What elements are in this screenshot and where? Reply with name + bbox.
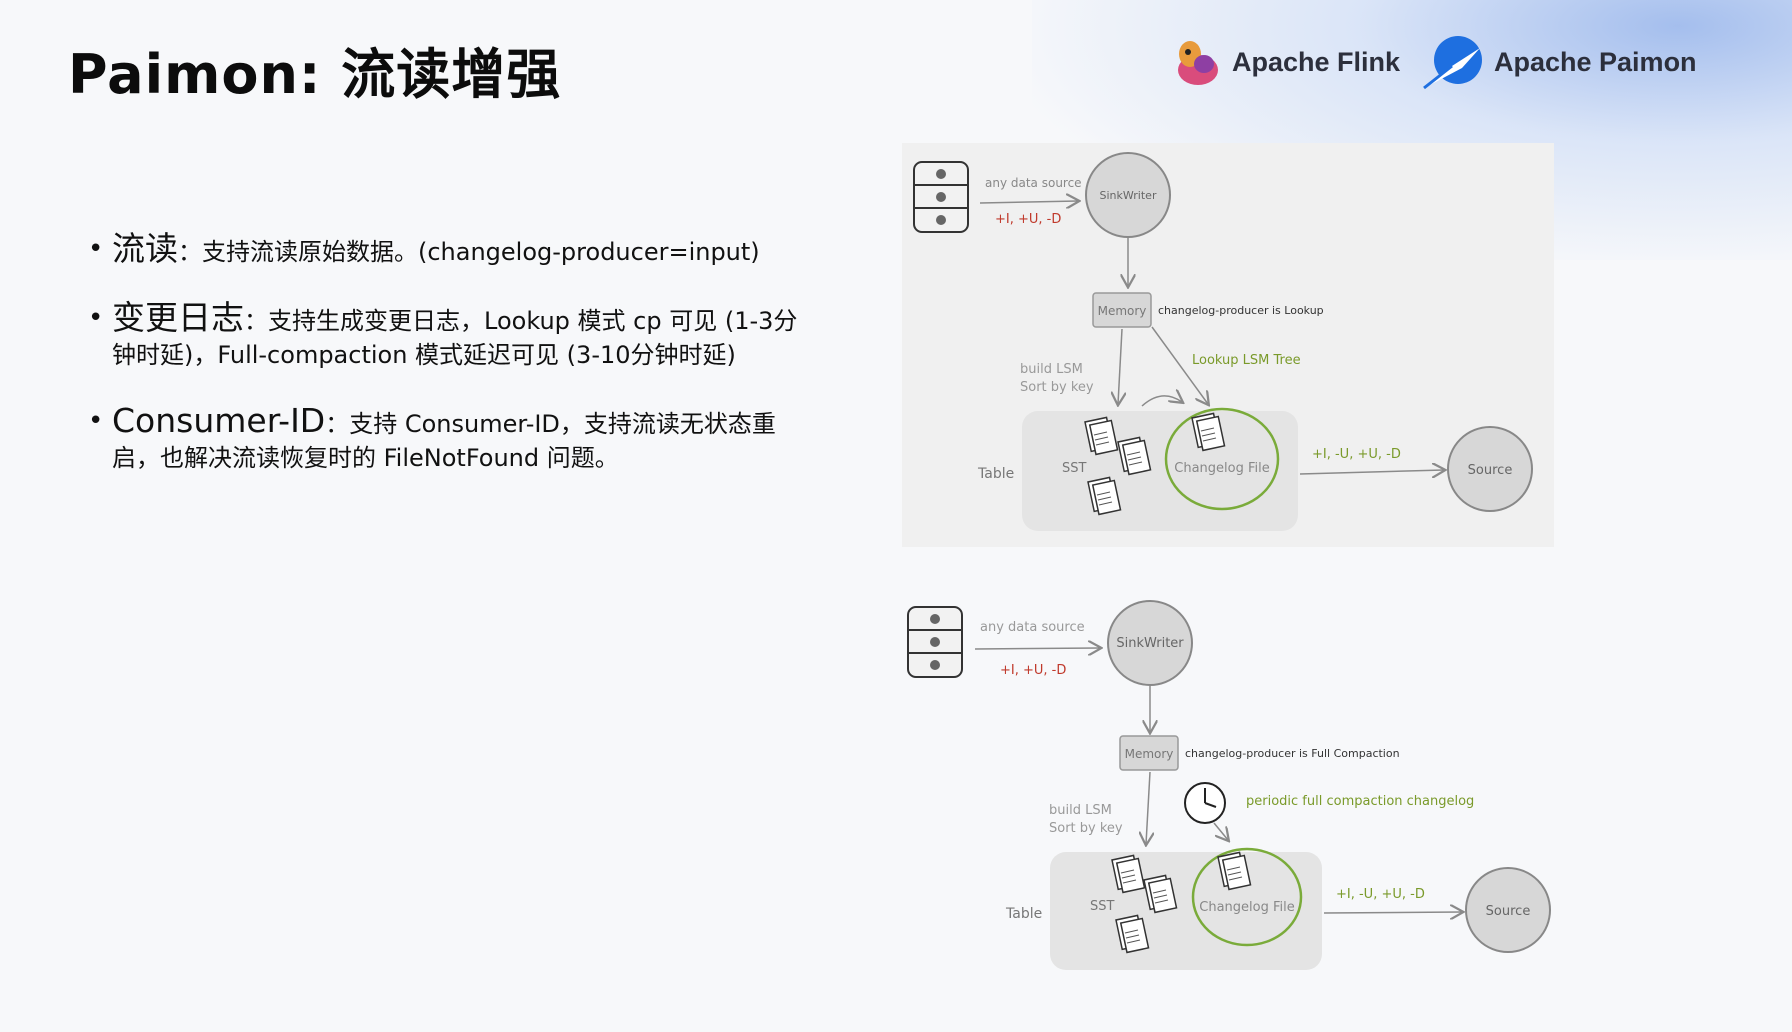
mode-label: changelog-producer is Full Compaction (1185, 747, 1400, 760)
source-node (1465, 867, 1551, 953)
sort-by-key-label: Sort by key (1049, 821, 1123, 836)
sink-writer-node (1107, 600, 1193, 686)
squirrel-icon (1178, 41, 1218, 85)
changelog-file-icon (1191, 412, 1226, 452)
bullet-body: 支持流读原始数据。(changelog-producer=input) (202, 238, 760, 266)
changelog-label: Changelog File (1199, 900, 1294, 915)
bullet-body: 支持生成变更日志，Lookup 模式 cp 可见 (1-3分钟时延)，Full-… (112, 307, 798, 369)
bullet-heading: Consumer-ID (112, 401, 326, 440)
table-label: Table (1005, 906, 1042, 922)
table-label: Table (977, 466, 1014, 482)
sst-file-icon (1117, 436, 1152, 476)
build-lsm-label: build LSM (1049, 803, 1112, 818)
bullet-body: 支持 Consumer-ID，支持流读无状态重启，也解决流读恢复时的 FileN… (112, 410, 776, 472)
memory-label: Memory (1098, 304, 1147, 318)
changelog-ring (1164, 407, 1280, 511)
mode-label: changelog-producer is Lookup (1158, 304, 1324, 317)
logo-bar: Apache Flink Apache Paimon (1170, 34, 1710, 104)
diagram-full-compaction: any data source +I, +U, -D SinkWriter Me… (907, 600, 1551, 970)
sst-label: SST (1062, 461, 1087, 476)
clock-icon (1184, 782, 1226, 824)
source-label: any data source (980, 620, 1085, 635)
paimon-logo: Apache Paimon (1422, 34, 1697, 90)
input-ops-label: +I, +U, -D (1000, 663, 1066, 678)
sst-file-icon (1143, 874, 1178, 914)
changelog-ring (1191, 847, 1303, 947)
sst-file-icon (1115, 914, 1150, 954)
bullet-separator: ： (178, 238, 202, 266)
table-box (1050, 852, 1322, 970)
sst-file-icon (1111, 854, 1146, 894)
source-node (1447, 426, 1533, 512)
bullet-separator: ： (244, 307, 268, 335)
sink-writer-label: SinkWriter (1116, 636, 1184, 651)
output-ops-label: +I, -U, +U, -D (1312, 447, 1401, 462)
bullet-changelog: 变更日志：支持生成变更日志，Lookup 模式 cp 可见 (1-3分钟时延)，… (88, 301, 808, 372)
bullet-list: 流读：支持流读原始数据。(changelog-producer=input) 变… (88, 232, 808, 507)
periodic-label: periodic full compaction changelog (1246, 794, 1474, 809)
changelog-file-icon (1217, 851, 1252, 891)
source-node-label: Source (1468, 463, 1513, 478)
source-node-label: Source (1486, 904, 1531, 919)
paimon-bird-icon (1423, 36, 1482, 90)
memory-node (1119, 735, 1179, 771)
memory-node (1092, 292, 1152, 328)
bullet-streaming-read: 流读：支持流读原始数据。(changelog-producer=input) (88, 232, 808, 269)
flink-logo-text: Apache Flink (1232, 46, 1401, 77)
sst-file-icon (1084, 416, 1119, 456)
sst-label: SST (1090, 899, 1115, 914)
sort-by-key-label: Sort by key (1020, 380, 1094, 395)
build-lsm-label: build LSM (1020, 362, 1083, 377)
bullet-separator: ： (325, 410, 350, 438)
sst-file-icon (1087, 476, 1122, 516)
bullet-heading: 流读 (112, 229, 178, 268)
database-icon (907, 606, 963, 678)
page-title: Paimon: 流读增强 (68, 43, 562, 106)
flink-logo: Apache Flink (1170, 34, 1400, 90)
table-box (1022, 411, 1298, 531)
memory-label: Memory (1125, 747, 1174, 761)
paimon-logo-text: Apache Paimon (1494, 46, 1697, 77)
bullet-heading: 变更日志 (112, 298, 244, 337)
output-ops-label: +I, -U, +U, -D (1336, 887, 1425, 902)
changelog-label: Changelog File (1174, 461, 1269, 476)
bullet-consumer-id: Consumer-ID：支持 Consumer-ID，支持流读无状态重启，也解决… (88, 404, 808, 475)
lookup-lsm-label: Lookup LSM Tree (1192, 353, 1301, 368)
database-icon (913, 161, 969, 233)
